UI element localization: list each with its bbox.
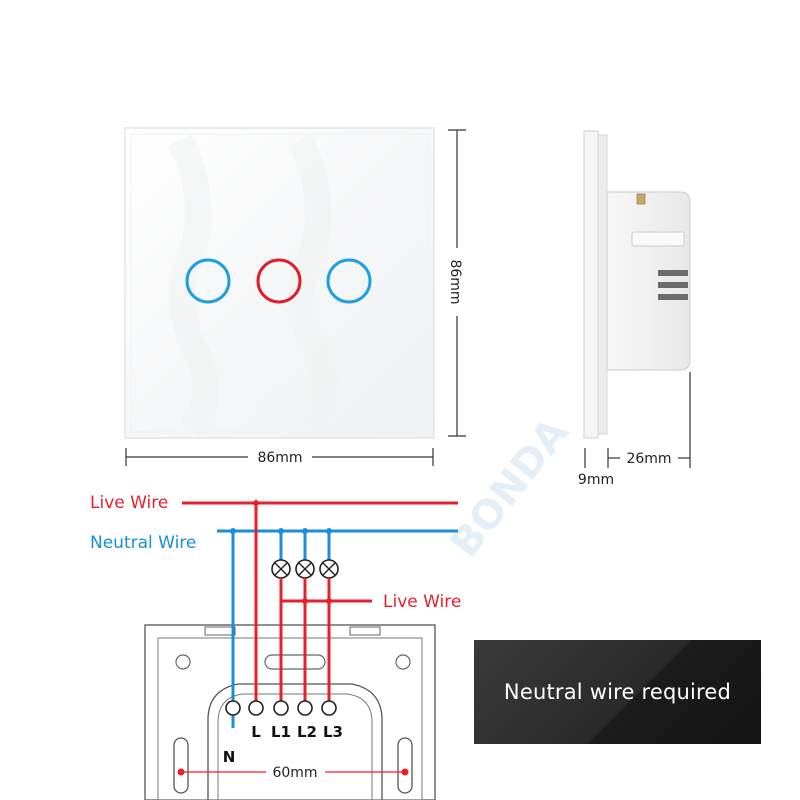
- width-dimension-label: 86mm: [257, 450, 302, 466]
- plate-dimension-label: 9mm: [578, 472, 614, 488]
- depth-dimension-label: 26mm: [626, 451, 671, 467]
- neutral-wire-banner: Neutral wire required: [474, 640, 761, 744]
- touch-button-left[interactable]: [185, 258, 231, 304]
- side-view: [583, 130, 691, 439]
- height-dimension: [448, 129, 466, 437]
- lamp-icon: [295, 559, 315, 579]
- banner-text: Neutral wire required: [503, 680, 732, 704]
- terminal-label-n: N: [223, 748, 236, 766]
- width-dimension: [125, 448, 434, 466]
- live-wire-label-top: Live Wire: [90, 493, 168, 513]
- terminal-label-l1: L1: [271, 723, 291, 741]
- terminal-label-l3: L3: [323, 723, 343, 741]
- touch-button-middle[interactable]: [256, 258, 302, 304]
- terminal-l: [248, 700, 264, 716]
- terminal-n: [225, 700, 241, 716]
- height-dimension-label: 86mm: [447, 259, 463, 304]
- terminal-l3: [321, 700, 337, 716]
- terminal-l2: [297, 700, 313, 716]
- depth-dimension: [584, 372, 691, 468]
- terminal-label-l: L: [251, 723, 261, 741]
- terminal-l1: [273, 700, 289, 716]
- lamp-icon: [271, 559, 291, 579]
- terminal-label-l2: L2: [297, 723, 317, 741]
- neutral-wire-label: Neutral Wire: [90, 533, 196, 553]
- live-wire-label-load: Live Wire: [383, 592, 461, 612]
- front-panel: [124, 127, 435, 439]
- mount-spacing-label: 60mm: [272, 765, 317, 781]
- wiring-diagram: [144, 500, 458, 800]
- touch-button-right[interactable]: [326, 258, 372, 304]
- watermark-logo: BONDA: [442, 410, 578, 566]
- lamp-icon: [319, 559, 339, 579]
